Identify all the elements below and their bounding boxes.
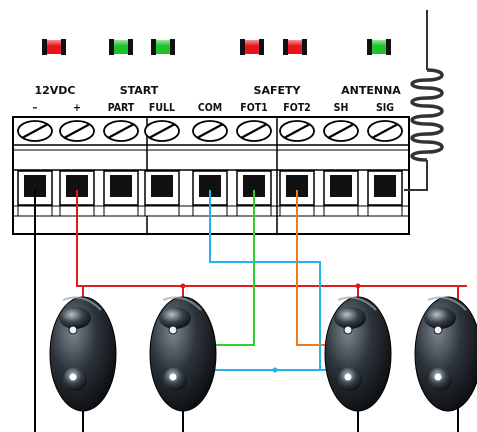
screw-minus	[17, 120, 53, 142]
screw-part	[103, 120, 139, 142]
terminal-label-full: FULL	[149, 102, 175, 114]
terminal-labels: – + PART FULL COM FOT1 FOT2 SH SIG	[33, 102, 395, 114]
photocell-sensor-icon	[49, 296, 117, 412]
screw-plus	[59, 120, 95, 142]
wires	[34, 190, 467, 432]
photocell-devices	[49, 296, 477, 412]
photocell-sensor-icon	[324, 296, 392, 412]
led-fot1	[240, 39, 264, 55]
terminal-block	[12, 116, 410, 235]
screw-com	[192, 120, 228, 142]
led-fot2	[283, 39, 307, 55]
terminal-label-sh: SH	[334, 102, 349, 114]
led-antenna	[367, 39, 391, 55]
terminal-label-com: COM	[198, 102, 222, 114]
socket-sig	[367, 170, 403, 217]
terminal-label-part: PART	[108, 102, 135, 114]
socket-sh	[323, 170, 359, 217]
terminal-label-fot1: FOT1	[240, 102, 268, 114]
terminal-label-fot2: FOT2	[283, 102, 311, 114]
positive-junction-2	[180, 283, 186, 289]
socket-full	[144, 170, 180, 217]
photocell-sensor-icon	[414, 296, 477, 412]
antenna-coil	[404, 10, 444, 191]
screw-fot2	[279, 120, 315, 142]
group-labels: 12VDC START SAFETY ANTENNA	[34, 84, 401, 97]
photocell-sensor-icon	[149, 296, 217, 412]
group-label-antenna: ANTENNA	[341, 84, 401, 97]
led-full	[151, 39, 175, 55]
terminal-label-minus: –	[33, 102, 38, 114]
led-power	[42, 39, 66, 55]
screw-sig	[367, 120, 403, 142]
screw-full	[144, 120, 180, 142]
common-junction	[272, 367, 278, 373]
terminal-screws	[17, 120, 403, 142]
group-label-start: START	[120, 84, 159, 97]
terminal-label-sig: SIG	[376, 102, 394, 114]
screw-sh	[323, 120, 359, 142]
wire-positive	[76, 190, 467, 287]
status-leds	[42, 39, 391, 55]
terminal-label-plus: +	[73, 102, 81, 114]
screw-fot1	[236, 120, 272, 142]
positive-junction-3	[355, 283, 361, 289]
socket-part	[103, 170, 139, 217]
led-part	[109, 39, 133, 55]
group-label-safety: SAFETY	[254, 84, 302, 97]
group-label-12vdc: 12VDC	[34, 84, 75, 97]
